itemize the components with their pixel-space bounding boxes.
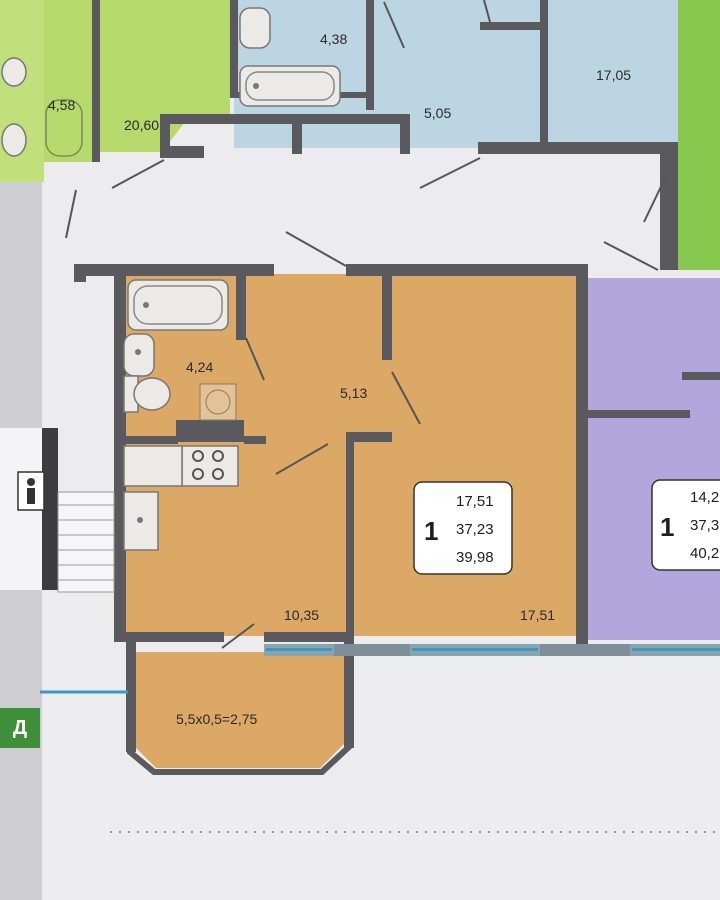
door-swings	[65, 0, 669, 649]
label-bath-area: 4,24	[186, 359, 213, 375]
toilet-icon	[123, 375, 171, 413]
apartment-walls	[74, 264, 720, 752]
label-kitchen-area: 10,35	[284, 607, 319, 623]
label-hall-area: 5,13	[340, 385, 367, 401]
balcony-outline	[127, 640, 353, 775]
stove-icon	[181, 445, 239, 487]
label-top-left-room: 20,60	[124, 117, 159, 133]
label-top-left-wc: 4,58	[48, 97, 75, 113]
purple-unit-right	[588, 278, 720, 640]
neighbor-line2: 37,3	[690, 517, 719, 534]
sink-icon	[123, 333, 155, 377]
neighbor-line3: 40,2	[690, 545, 719, 562]
green-unit-edge	[0, 0, 44, 182]
upper-fixtures	[1, 7, 341, 157]
kitchen-sink-icon	[123, 491, 159, 551]
label-balcony-area: 5,5x0,5=2,75	[176, 711, 258, 727]
washing-machine-icon	[199, 383, 237, 421]
neighbor-rooms-count: 1	[660, 512, 674, 542]
bathtub-icon	[127, 279, 229, 331]
label-top-bath: 4,38	[320, 31, 347, 47]
summary-rooms-count: 1	[424, 516, 438, 546]
apartment-summary-box: 1 17,51 37,23 39,98	[413, 481, 513, 575]
label-top-right-room: 17,05	[596, 67, 631, 83]
label-top-hall: 5,05	[424, 105, 451, 121]
summary-living-area: 17,51	[456, 493, 494, 510]
neighbor-summary-box: 1 14,2 37,3 40,2	[651, 479, 720, 571]
summary-total-with-balcony: 39,98	[456, 549, 494, 566]
balcony-floor	[136, 652, 346, 768]
green-unit-right	[678, 0, 720, 270]
counter-icon	[123, 445, 183, 487]
summary-total-area: 37,23	[456, 521, 494, 538]
windows	[264, 644, 720, 656]
neighbor-line1: 14,2	[690, 489, 719, 506]
label-living-area: 17,51	[520, 607, 555, 623]
person-icon	[17, 471, 45, 511]
entrance-badge: Д	[0, 708, 40, 748]
